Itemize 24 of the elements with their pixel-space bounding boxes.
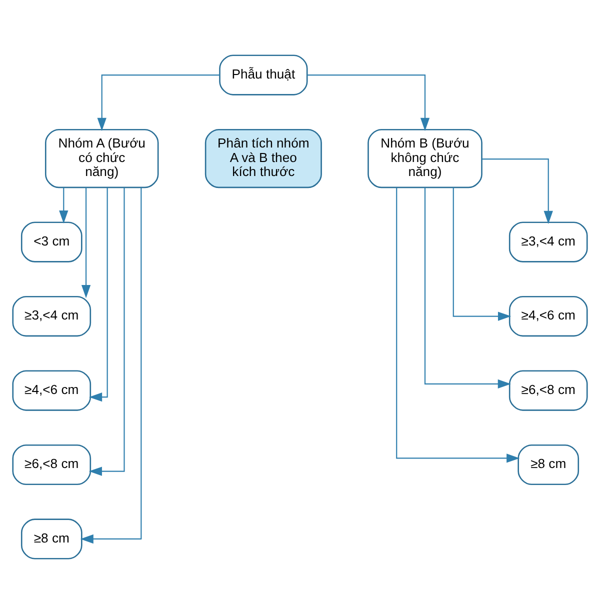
node-box: ≥4,<6 cm [12,370,92,411]
node-box: Phẫu thuật [219,54,308,96]
node-box: ≥3,<4 cm [508,222,588,262]
node-box: ≥6,<8 cm [508,370,588,411]
node-box: Nhóm A (Bướu có chức năng) [44,128,159,188]
arrow [80,188,142,544]
arrow [396,188,520,463]
arrow [59,188,68,224]
node-box: ≥3,<4 cm [12,296,92,337]
arrow [424,188,511,389]
arrow [452,187,512,321]
arrow [97,74,220,131]
node-box: Nhóm B (Bướu không chức năng) [368,128,482,188]
node-box: ≥8 cm [20,518,82,560]
node-box: ≥4,<6 cm [508,296,588,337]
arrow [307,74,430,131]
arrow [88,188,108,402]
node-box: ≥8 cm [518,444,580,486]
node-box: Phân tích nhóm A và B theo kích thước [204,128,322,188]
arrow [482,158,553,224]
node-box: ≥6,<8 cm [12,444,92,486]
node-box: <3 cm [20,222,82,262]
arrow [88,188,125,476]
arrow [81,187,91,298]
